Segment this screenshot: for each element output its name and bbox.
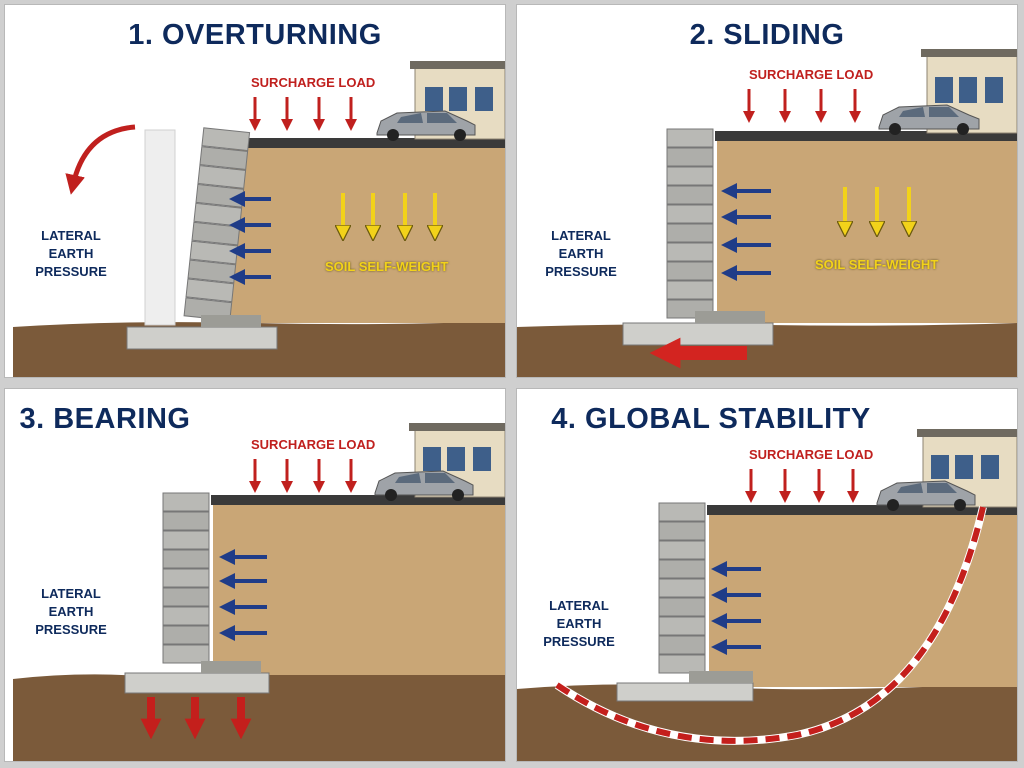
original-wall-ghost: [144, 129, 176, 326]
car: [876, 480, 976, 511]
surcharge-arrows: [743, 89, 861, 123]
surcharge-arrows: [249, 459, 357, 493]
wall-blocks: [666, 128, 714, 319]
soil-self-weight-arrows: [343, 193, 435, 233]
panel-illustration: [517, 429, 1017, 761]
panel-title: 1. OVERTURNING: [128, 19, 382, 51]
surcharge-load-label: SURCHARGE LOAD: [749, 67, 874, 82]
wall-blocks: [183, 127, 251, 322]
building: [410, 61, 505, 140]
retained-soil: [709, 515, 1017, 687]
wall-footing: [622, 322, 774, 346]
road-surface: [715, 131, 1017, 141]
retained-soil: [230, 147, 505, 323]
drainage-gravel: [695, 311, 765, 323]
wall-footing: [126, 326, 278, 350]
surcharge-arrows: [745, 469, 859, 503]
ground: [517, 683, 1017, 761]
soil-self-weight-label: SOIL SELF-WEIGHT: [815, 257, 939, 272]
road-surface: [227, 138, 505, 148]
lateral-pressure-arrows: [721, 183, 771, 281]
car: [376, 110, 476, 141]
bearing-pressure-arrows: [140, 697, 252, 740]
retained-soil: [213, 505, 505, 675]
surcharge-load-label: SURCHARGE LOAD: [749, 447, 874, 462]
overturning-arrow: [65, 124, 136, 195]
panel-illustration: [517, 49, 1017, 377]
drainage-gravel: [201, 315, 261, 327]
wall-blocks: [162, 492, 210, 664]
panel-title: 2. SLIDING: [689, 19, 845, 51]
surcharge-arrows: [249, 97, 357, 131]
lateral-pressure-arrows: [219, 549, 267, 641]
wall-footing: [616, 682, 754, 702]
lateral-pressure-arrows: [229, 191, 271, 285]
car: [374, 470, 474, 501]
panel-title: 3. BEARING: [19, 403, 191, 435]
surcharge-load-label: SURCHARGE LOAD: [251, 437, 376, 452]
soil-self-weight-arrows: [845, 187, 909, 229]
surcharge-load-label: SURCHARGE LOAD: [251, 75, 376, 90]
lateral-pressure-arrows: [711, 561, 761, 655]
drainage-gravel: [689, 671, 753, 683]
panel-illustration: [13, 61, 505, 377]
soil-self-weight-label: SOIL SELF-WEIGHT: [325, 259, 449, 274]
drainage-gravel: [201, 661, 261, 673]
retained-soil: [717, 141, 1017, 323]
wall-blocks: [658, 502, 706, 674]
car: [878, 104, 980, 135]
wall-footing: [124, 672, 270, 694]
panel-global-stability: 4. GLOBAL STABILITY SURCHARGE LOAD LATER…: [516, 388, 1018, 762]
panel-illustration: [13, 423, 505, 761]
road-surface: [707, 505, 1017, 515]
panel-title: 4. GLOBAL STABILITY: [551, 403, 871, 435]
road-surface: [211, 495, 505, 505]
slip-surface-dashes: [555, 506, 986, 744]
